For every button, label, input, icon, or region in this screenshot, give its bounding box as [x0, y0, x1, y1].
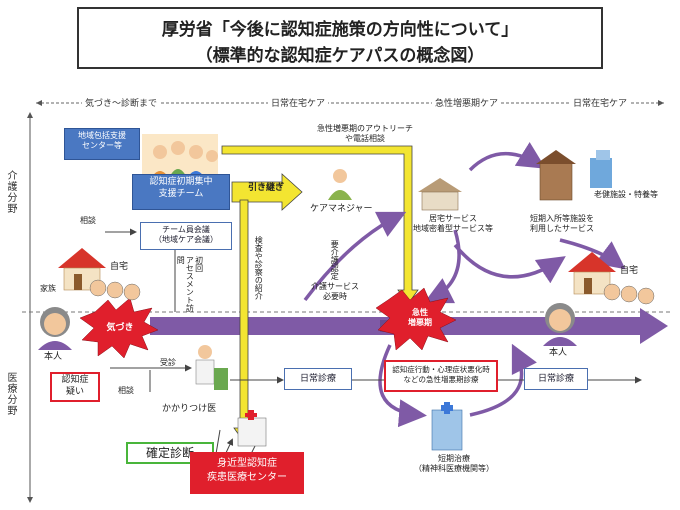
consult-label-1: 相談 — [80, 216, 96, 225]
outreach-label: 急性増悪期のアウトリーチ や電話相談 — [317, 124, 413, 143]
acute-burst-label: 急性 増悪期 — [408, 308, 432, 327]
short-treat-label: 短期治療 （精神科医療機関等） — [414, 454, 494, 473]
visit-label: 受診 — [160, 358, 176, 367]
team-meeting-box: チーム員会議 （地域ケア会議） — [140, 222, 232, 250]
person-icon — [328, 169, 352, 200]
acute-medical-box: 認知症行動・心理症状悪化時 などの急性増悪期診療 — [384, 360, 498, 392]
building-icon — [418, 178, 462, 211]
house-icon — [568, 252, 616, 295]
title-line-2: （標準的な認知症ケアパスの概念図） — [195, 46, 485, 66]
building-icon — [536, 150, 612, 201]
hospital-icon — [431, 402, 463, 451]
nursing-label: 老健施設・特養等 — [594, 190, 658, 199]
phase-awareness: 気づき～診断まで — [82, 96, 161, 109]
daily-care-box-1: 日常診療 — [284, 368, 352, 390]
phase-acute: 急性増悪期ケア — [432, 96, 502, 109]
person-label-1: 本人 — [44, 352, 63, 362]
short-stay-label: 短期入所等施設を 利用したサービス — [530, 214, 594, 233]
home-label-2: 自宅 — [620, 266, 639, 276]
home-service-label: 居宅サービス 地域密着型サービス等 — [413, 214, 493, 233]
awareness-burst-label: 気づき — [106, 323, 134, 333]
acute-burst — [375, 287, 457, 351]
title-box: 厚労省「今後に認知症施策の方向性について」 （標準的な認知症ケアパスの概念図） — [77, 7, 603, 69]
phase-home-care-1: 日常在宅ケア — [268, 96, 329, 109]
gp-label: かかりつけ医 — [162, 404, 217, 414]
care-manager-label: ケアマネジャー — [310, 204, 373, 214]
person-icon — [38, 307, 72, 350]
exam-referral-label: 検査や診察の紹介 — [254, 236, 264, 300]
title-line-1: 厚労省「今後に認知症施策の方向性について」 — [161, 20, 519, 40]
initial-assessment-label: 初回 アセスメント訪問 — [176, 256, 204, 312]
person-label-2: 本人 — [549, 348, 568, 358]
doctor-icon — [195, 345, 228, 390]
family-icons — [89, 279, 655, 305]
phase-home-care-2: 日常在宅ケア — [570, 96, 631, 109]
person-icon — [543, 303, 577, 346]
family-label: 家族 — [40, 284, 56, 293]
care-need-label: 要介護認定 — [330, 240, 340, 280]
axis-care: 介護分野 — [5, 170, 16, 214]
consult-label-2: 相談 — [118, 386, 134, 395]
axis-medical: 医療分野 — [5, 372, 16, 416]
handover-label: 引き継ぎ — [248, 183, 285, 193]
daily-care-box-2: 日常診療 — [524, 368, 588, 390]
care-service-label: 介護サービス 必要時 — [311, 282, 359, 301]
home-label-1: 自宅 — [110, 262, 129, 272]
purple-curves — [303, 142, 626, 428]
hospital-icon — [237, 410, 267, 447]
center-box: 地域包括支援 センター等 — [64, 128, 140, 160]
initial-team-box: 認知症初期集中 支援チーム — [132, 174, 230, 210]
medical-center-box: 身近型認知症 疾患医療センター — [190, 452, 304, 494]
dementia-suspect-box: 認知症 疑い — [50, 372, 100, 402]
phase-timeline — [36, 100, 664, 106]
